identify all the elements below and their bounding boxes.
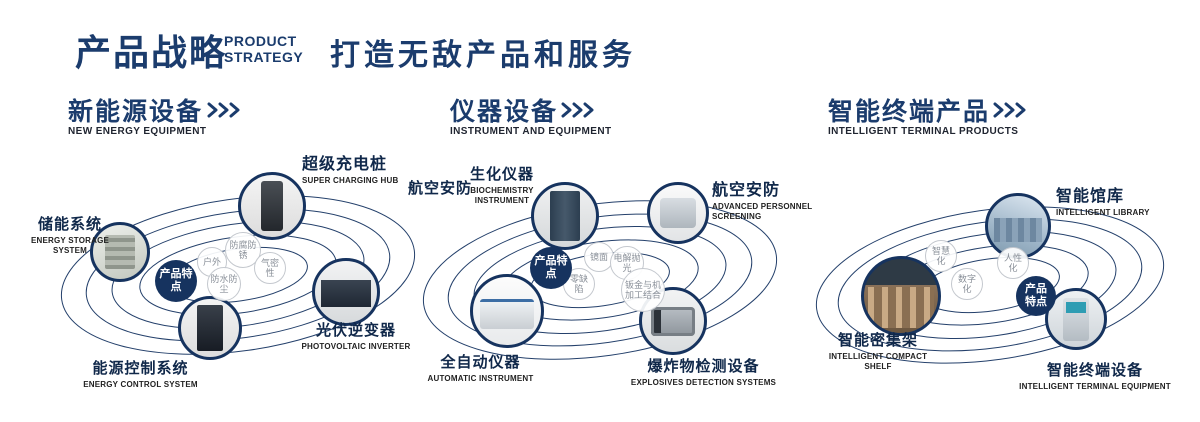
label-energy-storage: 储能系统 ENERGY STORAGE SYSTEM — [18, 213, 122, 257]
section-instrument-title: 仪器设备 — [450, 98, 559, 126]
label-terminal-equipment-en: INTELLIGENT TERMINAL EQUIPMENT — [1019, 382, 1171, 391]
label-photovoltaic-inverter: 光伏逆变器 PHOTOVOLTAIC INVERTER — [298, 319, 414, 352]
label-intelligent-library-cn: 智能馆库 — [1056, 188, 1125, 205]
label-biochemistry: 生化仪器 BIOCHEMISTRY INSTRUMENT — [452, 163, 552, 207]
label-compact-shelf: 智能密集架 INTELLIGENT COMPACT SHELF — [824, 329, 932, 373]
label-personnel-screening-en: ADVANCED PERSONNEL SCREENING — [712, 202, 813, 222]
product-circle-super-charging-hub — [238, 172, 306, 240]
page-slogan: 打造无敌产品和服务 — [330, 39, 636, 72]
label-energy-control-cn: 能源控制系统 — [92, 360, 189, 377]
product-circle-automatic-instrument — [470, 274, 544, 348]
label-personnel-screening: 航空安防 ADVANCED PERSONNEL SCREENING — [712, 176, 824, 223]
section-energy-title: 新能源设备 — [68, 98, 204, 126]
label-super-charging-hub-en: SUPER CHARGING HUB — [302, 176, 399, 185]
page-title-en-line1: PRODUCT — [224, 33, 297, 49]
label-compact-shelf-en: INTELLIGENT COMPACT SHELF — [828, 352, 928, 372]
feature-bubble-mirror: 镜面 — [584, 242, 614, 272]
arrows-icon — [993, 102, 1026, 118]
product-circle-compact-shelf — [861, 256, 941, 336]
feature-bubble-sheetmetal: 钣金与机加工结合 — [621, 268, 665, 312]
label-energy-control-en: ENERGY CONTROL SYSTEM — [83, 380, 198, 389]
feature-bubble-digitized: 数字化 — [951, 268, 983, 300]
label-personnel-screening-cn: 航空安防 — [712, 182, 781, 199]
label-automatic-instrument-en: AUTOMATIC INSTRUMENT — [427, 374, 534, 383]
arrows-icon — [207, 102, 240, 118]
arrows-icon — [561, 102, 594, 118]
label-terminal-equipment: 智能终端设备 INTELLIGENT TERMINAL EQUIPMENT — [1015, 359, 1175, 392]
product-circle-energy-storage — [90, 222, 150, 282]
section-energy-subtitle: NEW ENERGY EQUIPMENT — [68, 126, 207, 137]
section-terminal-title: 智能终端产品 — [828, 98, 991, 126]
label-explosives-detection-cn: 爆炸物检测设备 — [647, 358, 760, 375]
label-intelligent-library-en: INTELLIGENT LIBRARY — [1056, 208, 1150, 217]
label-automatic-instrument: 全自动仪器 AUTOMATIC INSTRUMENT — [418, 351, 543, 384]
feature-bubble-waterproof: 防水防尘 — [207, 267, 241, 301]
label-terminal-equipment-cn: 智能终端设备 — [1046, 362, 1143, 379]
label-explosives-detection-en: EXPLOSIVES DETECTION SYSTEMS — [630, 378, 777, 387]
section-instrument-subtitle: INSTRUMENT AND EQUIPMENT — [450, 126, 612, 137]
label-biochemistry-en: BIOCHEMISTRY INSTRUMENT — [470, 186, 534, 206]
label-photovoltaic-inverter-cn: 光伏逆变器 — [315, 322, 396, 339]
page-title: 产品战略 — [75, 32, 228, 73]
product-circle-personnel-screening — [647, 182, 709, 244]
label-super-charging-hub-cn: 超级充电桩 — [302, 156, 388, 173]
badge-product-features-energy: 产品特点 — [155, 260, 197, 302]
product-circle-photovoltaic-inverter — [312, 258, 380, 326]
label-energy-control: 能源控制系统 ENERGY CONTROL SYSTEM — [68, 357, 213, 390]
page-title-en-line2: STRATEGY — [224, 48, 304, 65]
label-explosives-detection: 爆炸物检测设备 EXPLOSIVES DETECTION SYSTEMS — [626, 355, 781, 388]
product-circle-biochemistry — [531, 182, 599, 250]
label-intelligent-library: 智能馆库 INTELLIGENT LIBRARY — [1056, 182, 1181, 218]
product-circle-energy-control — [178, 296, 242, 360]
badge-product-features-terminal: 产品特点 — [1016, 276, 1056, 316]
feature-bubble-airtight: 气密性 — [254, 252, 286, 284]
label-energy-storage-en: ENERGY STORAGE SYSTEM — [30, 236, 110, 256]
section-terminal-subtitle: INTELLIGENT TERMINAL PRODUCTS — [828, 126, 1019, 137]
label-energy-storage-cn: 储能系统 — [37, 216, 102, 233]
label-compact-shelf-cn: 智能密集架 — [837, 332, 918, 349]
feature-bubble-smart: 智慧化 — [925, 240, 957, 272]
badge-product-features-instrument: 产品特点 — [530, 247, 572, 289]
feature-bubble-humanized: 人性化 — [997, 247, 1029, 279]
label-biochemistry-cn: 生化仪器 — [469, 166, 534, 183]
product-circle-intelligent-library — [985, 193, 1051, 259]
label-photovoltaic-inverter-en: PHOTOVOLTAIC INVERTER — [301, 342, 411, 351]
label-automatic-instrument-cn: 全自动仪器 — [440, 354, 521, 371]
label-aviation-security-left: 航空安防 — [408, 180, 473, 197]
page-title-en: PRODUCT STRATEGY — [224, 33, 304, 65]
label-super-charging-hub: 超级充电桩 SUPER CHARGING HUB — [302, 150, 427, 186]
